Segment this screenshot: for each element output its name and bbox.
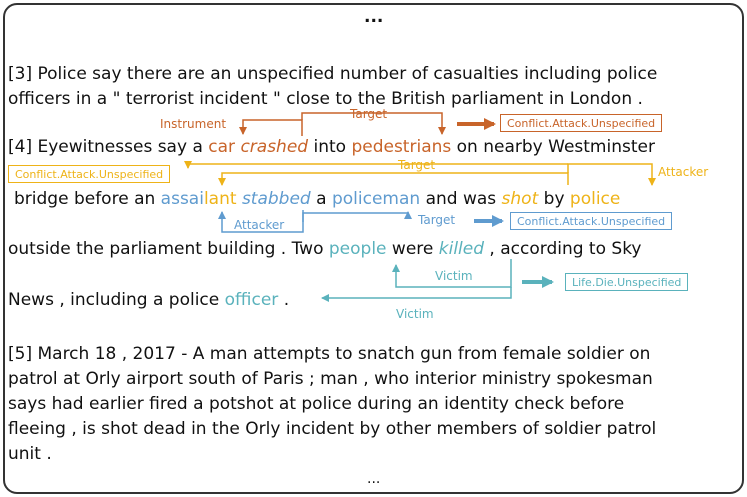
label-crashed-target: Target [350,107,388,121]
text-segment: a [310,189,332,209]
stabbed-target-arrow [302,211,412,222]
text-segment: [4] Eyewitnesses say a [8,137,209,157]
arg-pedestrians: pedestrians [351,137,452,157]
ellipsis-bottom: ... [367,471,381,487]
figure-frame [3,3,744,494]
killed-victim-people-arrow [392,259,512,288]
text-segment: and was [420,189,502,209]
text-segment: . [278,290,290,310]
text-segment: were [386,239,439,259]
paragraph-5-line-2: patrol at Orly airport south of Paris ; … [8,369,653,389]
paragraph-4-line-3: outside the parliament building . Two pe… [8,238,642,260]
label-victim-officer: Victim [396,307,434,321]
arg-officer: officer [224,290,279,310]
arg-policeman: policeman [331,189,421,209]
shot-attacker-arrow [567,163,656,186]
trigger-killed: killed [438,239,485,259]
text-segment: by [538,189,570,209]
label-stabbed-target: Target [418,213,456,227]
event-type-shot: Conflict.Attack.Unspecified [8,165,171,183]
label-shot-target: Target [398,158,436,172]
arg-police: police [569,189,621,209]
paragraph-5-line-3: says had earlier fired a potshot at poli… [8,394,625,414]
label-victim-people: Victim [435,269,473,283]
paragraph-4-line-1: [4] Eyewitnesses say a car crashed into … [8,136,655,158]
trigger-crashed: crashed [240,137,309,157]
trigger-stabbed: stabbed [241,189,311,209]
label-instrument: Instrument [160,117,227,131]
text-segment: bridge before an [14,189,161,209]
paragraph-3-line-1: [3] Police say there are an unspecified … [8,64,658,84]
shot-event-type-arrow [184,161,568,169]
text-segment: News , including a police [8,290,225,310]
shot-target-arrow [218,172,569,186]
event-type-crashed: Conflict.Attack.Unspecified [500,114,663,132]
trigger-shot: shot [501,189,539,209]
paragraph-4-line-4: News , including a police officer . [8,289,289,311]
trigger-arg-car: car [208,137,236,157]
event-type-killed: Life.Die.Unspecified [565,273,689,291]
killed-victim-officer-arrow [321,287,512,302]
paragraph-3-line-2: officers in a " terrorist incident " clo… [8,89,643,109]
paragraph-5-line-5: unit . [8,444,52,464]
arg-people: people [328,239,387,259]
text-segment: into [308,137,352,157]
event-type-stabbed: Conflict.Attack.Unspecified [510,212,673,230]
label-shot-attacker: Attacker [658,165,709,179]
text-segment: on nearby Westminster [451,137,655,157]
paragraph-4-line-2: bridge before an assailant stabbed a pol… [14,188,620,210]
paragraph-5-line-1: [5] March 18 , 2017 - A man attempts to … [8,344,651,364]
text-segment: , according to Sky [484,239,642,259]
ellipsis-top: ... [364,7,384,27]
crashed-target-arrow [301,112,446,135]
arg-assailant-part-2: lant [203,189,237,209]
arg-assailant-part-1: assai [160,189,204,209]
label-stabbed-attacker: Attacker [234,218,285,232]
paragraph-5-line-4: fleeing , is shot dead in the Orly incid… [8,419,657,439]
text-segment: outside the parliament building . Two [8,239,329,259]
crashed-instrument-arrow [239,119,303,136]
